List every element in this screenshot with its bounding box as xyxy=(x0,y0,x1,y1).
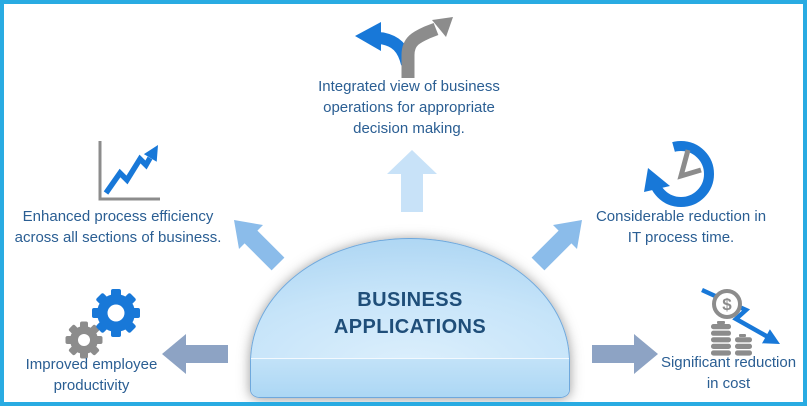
benefit-text-lower-right: Significant reduction in cost xyxy=(636,352,803,394)
benefit-text-upper-right-line2: IT process time. xyxy=(627,229,735,246)
benefit-text-upper-left: Enhanced process efficiency across all s… xyxy=(9,206,227,248)
benefit-text-top: Integrated view of business operations f… xyxy=(289,76,529,139)
cost-reduction-icon: $ xyxy=(701,287,780,356)
growth-chart-icon xyxy=(98,141,160,201)
benefit-text-lower-right-line1: Significant reduction xyxy=(660,354,797,371)
benefit-text-upper-left-line2: across all sections of business. xyxy=(14,229,222,246)
diagonal-up-left-arrow xyxy=(234,220,285,271)
benefit-text-upper-right-line1: Considerable reduction in xyxy=(595,208,767,225)
dome-title: BUSINESS APPLICATIONS xyxy=(251,287,569,341)
dome-title-line2: APPLICATIONS xyxy=(333,316,487,338)
benefit-text-top-line3: decision making. xyxy=(353,120,465,137)
split-arrows-icon xyxy=(355,17,453,78)
benefit-text-lower-left-line1: Improved employee xyxy=(25,356,158,373)
benefit-text-upper-right: Considerable reduction in IT process tim… xyxy=(576,206,786,248)
benefit-text-lower-left-line2: productivity xyxy=(53,377,130,394)
benefit-text-top-line2: operations for appropriate xyxy=(323,99,495,116)
coin-stacks xyxy=(711,321,752,356)
history-clock-icon xyxy=(640,134,714,207)
benefit-text-lower-left: Improved employee productivity xyxy=(9,354,174,396)
benefit-text-upper-left-line1: Enhanced process efficiency xyxy=(22,208,214,225)
dome-title-line1: BUSINESS xyxy=(357,289,463,311)
dollar-sign: $ xyxy=(722,295,732,314)
diagonal-up-right-arrow xyxy=(531,220,582,271)
up-arrow xyxy=(387,150,437,212)
left-arrow xyxy=(162,334,228,374)
benefit-text-lower-right-line2: in cost xyxy=(706,375,751,392)
dome-base xyxy=(251,358,569,397)
gears-icon xyxy=(65,289,140,359)
right-arrow xyxy=(592,334,658,374)
benefit-text-top-line1: Integrated view of business xyxy=(318,78,500,95)
